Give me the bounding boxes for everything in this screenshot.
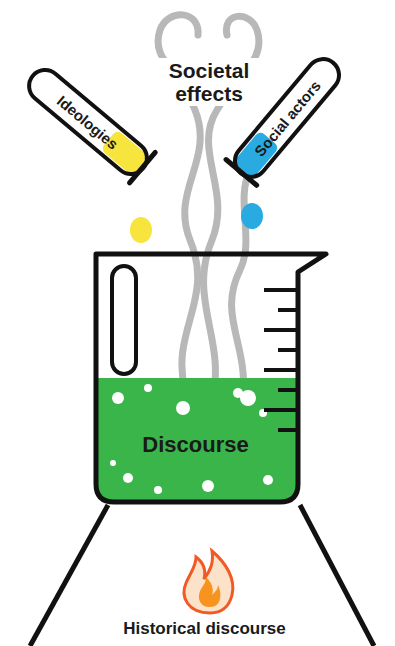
beaker <box>88 248 333 508</box>
graduation-mark <box>264 288 298 292</box>
node-text: Discourse <box>142 432 248 508</box>
bubble <box>202 480 214 492</box>
floating-label: Societal effects <box>148 58 270 106</box>
tube-rim <box>130 152 156 183</box>
bubble <box>112 392 124 404</box>
graduation-mark <box>278 388 298 392</box>
graduation-mark <box>264 408 298 412</box>
graduation-mark <box>278 308 298 312</box>
graduation-mark <box>264 328 298 332</box>
flame-core <box>199 577 221 607</box>
bubble <box>263 475 273 485</box>
graduation-mark <box>264 368 298 372</box>
bubble <box>123 473 133 483</box>
bubble <box>154 486 162 494</box>
burner-node: Historical discourse <box>0 505 395 646</box>
graduation-mark <box>278 348 298 352</box>
bubble <box>240 390 256 406</box>
beaker-node: Discourse <box>88 248 333 508</box>
yellow-drop <box>130 217 152 243</box>
blue-drop <box>241 203 263 229</box>
bubble <box>110 460 116 466</box>
node-text: Historical discourse <box>123 619 286 646</box>
graduation-mark <box>278 428 298 432</box>
beaker-window <box>112 266 136 374</box>
flame <box>184 551 233 613</box>
tube-node: Ideologies <box>18 58 159 185</box>
bubble <box>144 384 152 392</box>
bubble <box>176 401 190 415</box>
tube-rim <box>226 160 257 186</box>
